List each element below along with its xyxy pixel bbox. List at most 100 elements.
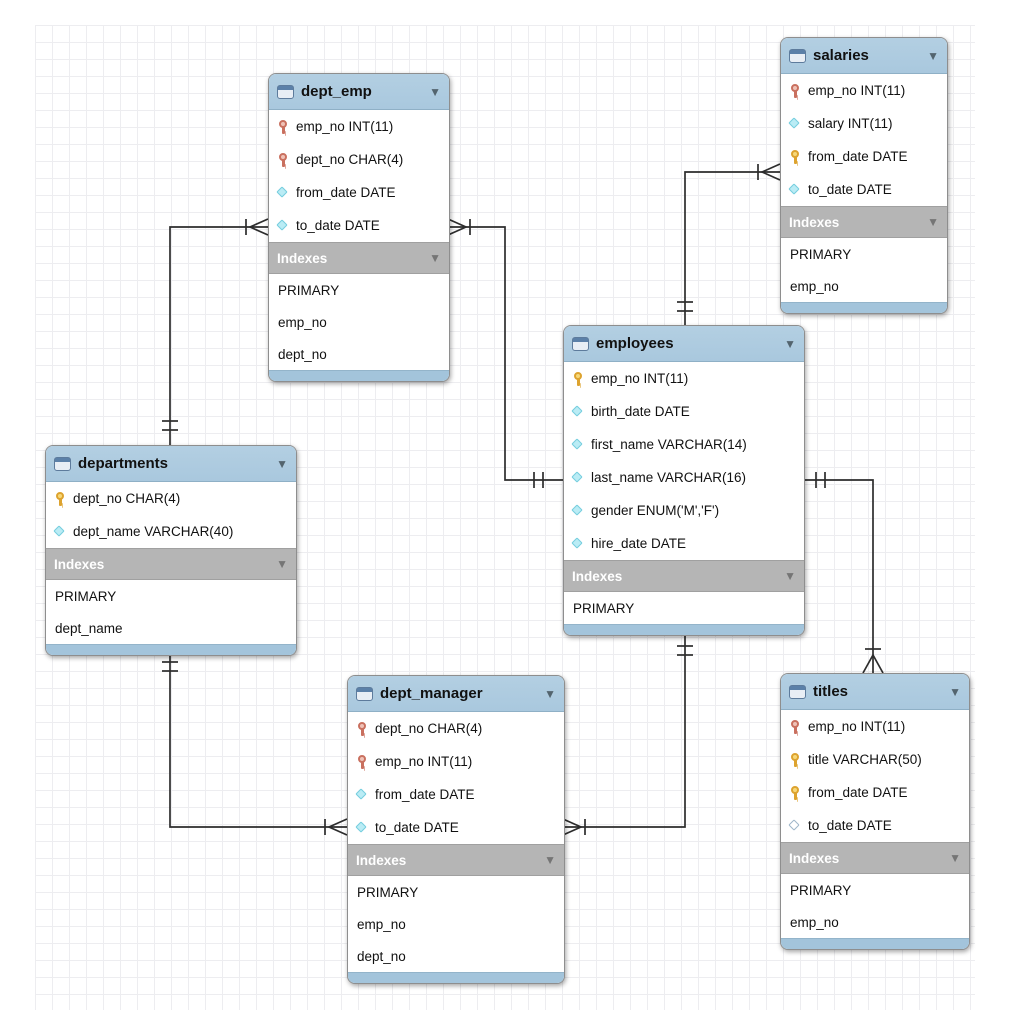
index-label: PRIMARY <box>55 588 117 604</box>
table-titles[interactable]: titles ▼ emp_no INT(11) title VARCHAR(50… <box>780 673 970 950</box>
key-icon <box>354 721 370 737</box>
relationship-titles-employees[interactable] <box>803 472 884 674</box>
chevron-down-icon[interactable]: ▼ <box>949 851 961 865</box>
table-title: salaries <box>813 47 869 64</box>
column-label: hire_date DATE <box>591 536 687 551</box>
column-row[interactable]: to_date DATE <box>781 173 947 206</box>
table-dept-manager[interactable]: dept_manager ▼ dept_no CHAR(4) emp_no IN… <box>347 675 565 984</box>
table-employees[interactable]: employees ▼ emp_no INT(11) birth_date DA… <box>563 325 805 636</box>
indexes-bar[interactable]: Indexes ▼ <box>269 242 449 274</box>
column-row[interactable]: dept_name VARCHAR(40) <box>46 515 296 548</box>
index-label: PRIMARY <box>790 246 852 262</box>
table-header[interactable]: employees ▼ <box>564 326 804 362</box>
column-row[interactable]: dept_no CHAR(4) <box>348 712 564 745</box>
column-label: from_date DATE <box>808 149 908 164</box>
key-icon <box>52 491 68 507</box>
table-salaries[interactable]: salaries ▼ emp_no INT(11) salary INT(11)… <box>780 37 948 314</box>
indexes-bar[interactable]: Indexes ▼ <box>348 844 564 876</box>
indexes-bar[interactable]: Indexes ▼ <box>564 560 804 592</box>
key-icon <box>570 371 586 387</box>
table-dept-emp[interactable]: dept_emp ▼ emp_no INT(11) dept_no CHAR(4… <box>268 73 450 382</box>
table-header[interactable]: dept_manager ▼ <box>348 676 564 712</box>
index-row[interactable]: emp_no <box>781 270 947 302</box>
index-row[interactable]: dept_no <box>269 338 449 370</box>
indexes-bar[interactable]: Indexes ▼ <box>46 548 296 580</box>
chevron-down-icon[interactable]: ▼ <box>544 686 556 701</box>
index-row[interactable]: PRIMARY <box>269 274 449 306</box>
index-row[interactable]: emp_no <box>781 906 969 938</box>
table-footer <box>781 302 947 313</box>
key-icon <box>787 785 803 801</box>
column-label: birth_date DATE <box>591 404 690 419</box>
column-row[interactable]: emp_no INT(11) <box>564 362 804 395</box>
chevron-down-icon[interactable]: ▼ <box>276 456 288 471</box>
relationship-dept_manager-departments[interactable] <box>162 650 348 836</box>
index-row[interactable]: emp_no <box>269 306 449 338</box>
column-row[interactable]: from_date DATE <box>781 776 969 809</box>
chevron-down-icon[interactable]: ▼ <box>927 215 939 229</box>
diamond-icon <box>570 470 586 486</box>
table-header[interactable]: departments ▼ <box>46 446 296 482</box>
key-icon <box>275 152 291 168</box>
column-row[interactable]: dept_no CHAR(4) <box>269 143 449 176</box>
column-label: title VARCHAR(50) <box>808 752 922 767</box>
index-row[interactable]: emp_no <box>348 908 564 940</box>
index-label: PRIMARY <box>790 882 852 898</box>
column-row[interactable]: gender ENUM('M','F') <box>564 494 804 527</box>
index-row[interactable]: PRIMARY <box>781 874 969 906</box>
table-header[interactable]: dept_emp ▼ <box>269 74 449 110</box>
column-row[interactable]: to_date DATE <box>348 811 564 844</box>
column-row[interactable]: dept_no CHAR(4) <box>46 482 296 515</box>
column-row[interactable]: from_date DATE <box>781 140 947 173</box>
chevron-down-icon[interactable]: ▼ <box>927 48 939 63</box>
column-row[interactable]: hire_date DATE <box>564 527 804 560</box>
relationship-dept_emp-departments[interactable] <box>162 218 269 445</box>
index-label: emp_no <box>357 916 406 932</box>
column-row[interactable]: salary INT(11) <box>781 107 947 140</box>
indexes-bar[interactable]: Indexes ▼ <box>781 842 969 874</box>
index-row[interactable]: PRIMARY <box>46 580 296 612</box>
chevron-down-icon[interactable]: ▼ <box>784 569 796 583</box>
index-row[interactable]: PRIMARY <box>564 592 804 624</box>
diamond-icon <box>570 536 586 552</box>
column-label: emp_no INT(11) <box>296 119 394 134</box>
table-footer <box>269 370 449 381</box>
column-row[interactable]: last_name VARCHAR(16) <box>564 461 804 494</box>
relationship-dept_emp-employees[interactable] <box>447 218 563 488</box>
column-row[interactable]: emp_no INT(11) <box>269 110 449 143</box>
table-header[interactable]: salaries ▼ <box>781 38 947 74</box>
key-icon <box>787 149 803 165</box>
column-label: from_date DATE <box>808 785 908 800</box>
table-header[interactable]: titles ▼ <box>781 674 969 710</box>
column-row[interactable]: title VARCHAR(50) <box>781 743 969 776</box>
column-row[interactable]: birth_date DATE <box>564 395 804 428</box>
index-row[interactable]: dept_name <box>46 612 296 644</box>
column-row[interactable]: emp_no INT(11) <box>348 745 564 778</box>
relationship-salaries-employees[interactable] <box>677 163 781 325</box>
chevron-down-icon[interactable]: ▼ <box>429 251 441 265</box>
table-departments[interactable]: departments ▼ dept_no CHAR(4) dept_name … <box>45 445 297 656</box>
column-label: dept_no CHAR(4) <box>73 491 181 506</box>
chevron-down-icon[interactable]: ▼ <box>544 853 556 867</box>
indexes-bar[interactable]: Indexes ▼ <box>781 206 947 238</box>
index-row[interactable]: PRIMARY <box>348 876 564 908</box>
index-label: emp_no <box>278 314 327 330</box>
column-row[interactable]: emp_no INT(11) <box>781 74 947 107</box>
column-row[interactable]: to_date DATE <box>269 209 449 242</box>
chevron-down-icon[interactable]: ▼ <box>276 557 288 571</box>
column-row[interactable]: from_date DATE <box>269 176 449 209</box>
column-label: emp_no INT(11) <box>808 719 906 734</box>
chevron-down-icon[interactable]: ▼ <box>784 336 796 351</box>
column-row[interactable]: to_date DATE <box>781 809 969 842</box>
column-row[interactable]: emp_no INT(11) <box>781 710 969 743</box>
relationship-dept_manager-employees[interactable] <box>562 630 693 836</box>
chevron-down-icon[interactable]: ▼ <box>429 84 441 99</box>
column-label: last_name VARCHAR(16) <box>591 470 747 485</box>
column-row[interactable]: first_name VARCHAR(14) <box>564 428 804 461</box>
index-row[interactable]: dept_no <box>348 940 564 972</box>
table-footer <box>781 938 969 949</box>
column-label: gender ENUM('M','F') <box>591 503 720 518</box>
chevron-down-icon[interactable]: ▼ <box>949 684 961 699</box>
index-row[interactable]: PRIMARY <box>781 238 947 270</box>
column-row[interactable]: from_date DATE <box>348 778 564 811</box>
